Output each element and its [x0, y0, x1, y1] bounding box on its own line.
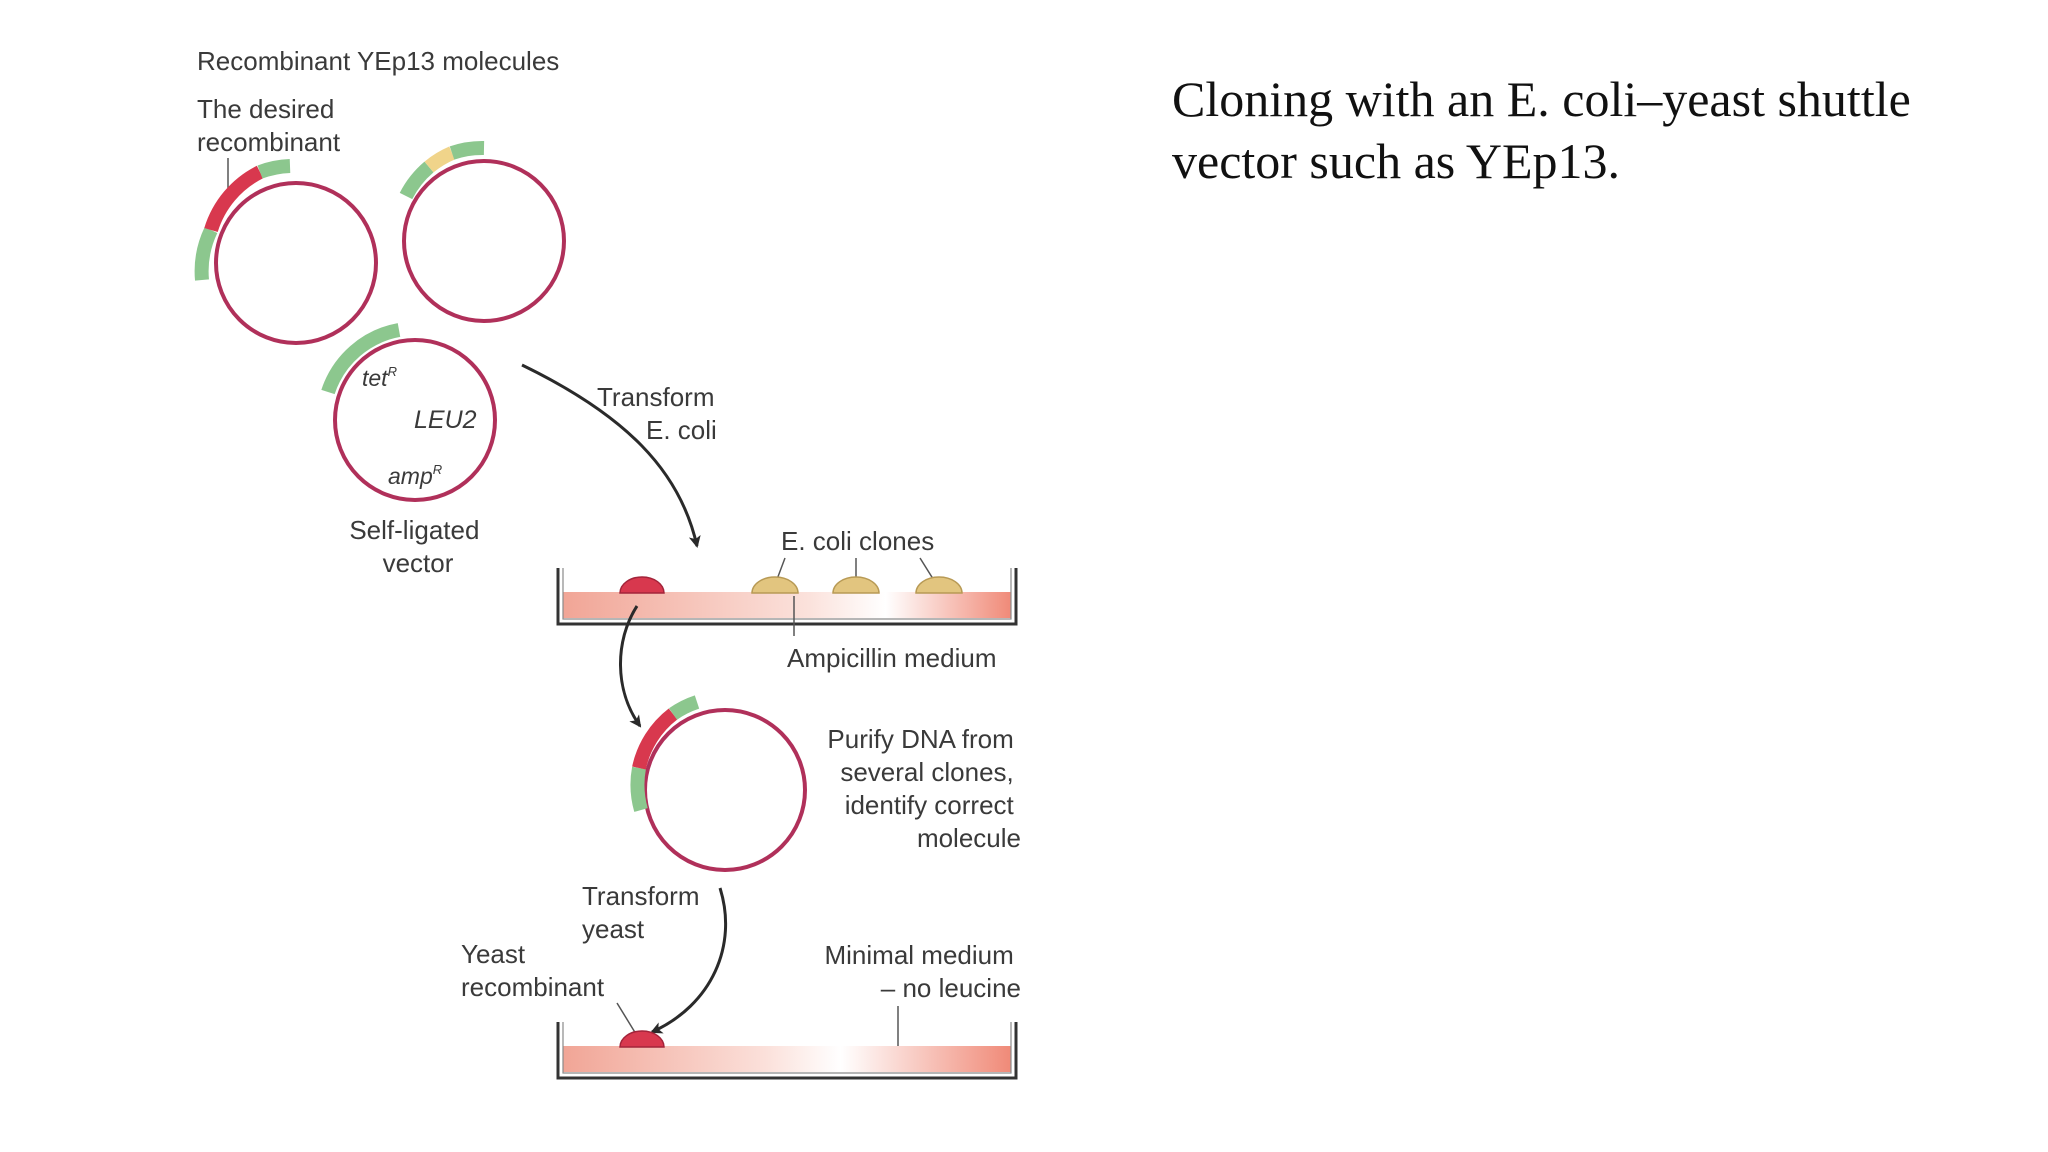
leu2-gene-label: LEU2 — [414, 406, 477, 434]
self-ligated-line-2: vector — [383, 548, 454, 578]
plate-dish — [556, 1022, 1018, 1080]
desired-recombinant-label: The desired recombinant — [197, 94, 342, 157]
recombinant-colony — [619, 576, 665, 594]
transform-yeast-arrow — [650, 887, 728, 1034]
transform-yeast-line-1: Transform — [582, 881, 700, 911]
insert-segment — [204, 165, 264, 233]
pick-colony-arrow — [619, 605, 642, 728]
self-ligated-label: Self-ligated vector — [349, 515, 486, 578]
marker-segment — [668, 695, 700, 720]
purified-recombinant-plasmid — [630, 695, 807, 872]
transform-yeast-label: Transform yeast — [582, 881, 707, 944]
transform-ecoli-arrow — [521, 363, 701, 548]
minimal-medium-fill — [563, 1046, 1011, 1072]
minimal-medium-label: Minimal medium – no leucine — [825, 940, 1022, 1003]
marker-segment — [321, 323, 401, 395]
marker-segment — [399, 161, 434, 200]
slide-caption: Cloning with an E. coli–yeast shuttle ve… — [1172, 68, 1992, 192]
plasmid-ring — [402, 159, 566, 323]
plasmid-ring — [214, 181, 378, 345]
marker-segment — [257, 159, 291, 179]
desired-label-line-1: The desired — [197, 94, 334, 124]
purify-line-3: identify correct — [845, 790, 1015, 820]
yeast-colony — [619, 1030, 665, 1048]
tet-gene-label: tetR — [362, 364, 397, 391]
minimal-medium-plate — [556, 1022, 1018, 1080]
yeast-recombinant-line-2: recombinant — [461, 972, 605, 1002]
plate-dish-inner — [562, 568, 1012, 620]
self-ligated-line-1: Self-ligated — [349, 515, 479, 545]
transform-yeast-line-2: yeast — [582, 914, 645, 944]
purify-dna-label: Purify DNA from several clones, identify… — [827, 724, 1021, 853]
plate-dish-inner — [562, 1022, 1012, 1074]
amp-gene-label: ampR — [388, 462, 442, 489]
transform-ecoli-label: Transform E. coli — [597, 382, 722, 445]
marker-segment — [194, 226, 218, 281]
desired-recombinant-plasmid — [194, 159, 378, 345]
marker-segment — [630, 766, 648, 812]
marker-segment — [449, 141, 485, 160]
caption-line-2: vector such as YEp13. — [1172, 133, 1621, 189]
other-recombinant-plasmid — [399, 141, 566, 323]
yeast-recombinant-label: Yeast recombinant — [461, 939, 605, 1002]
ecoli-clones-label: E. coli clones — [781, 526, 934, 556]
transform-ecoli-line-1: Transform — [597, 382, 715, 412]
purify-line-2: several clones, — [840, 757, 1013, 787]
minimal-medium-line-2: – no leucine — [881, 973, 1021, 1003]
yeast-pointer-line — [616, 1002, 637, 1035]
plate-dish — [556, 568, 1018, 626]
purify-line-4: molecule — [917, 823, 1021, 853]
purify-line-1: Purify DNA from — [827, 724, 1013, 754]
plasmid-ring — [643, 708, 807, 872]
ampicillin-medium-fill — [563, 592, 1011, 618]
ampicillin-plate — [556, 568, 1018, 626]
insert-segment — [424, 146, 455, 173]
self-ligated-plasmid: tetR LEU2 ampR — [321, 323, 497, 502]
transform-ecoli-line-2: E. coli — [646, 415, 717, 445]
ampicillin-medium-label: Ampicillin medium — [787, 643, 997, 673]
minimal-medium-line-1: Minimal medium — [825, 940, 1014, 970]
insert-segment — [632, 708, 678, 770]
ecoli-colony — [915, 576, 963, 594]
plasmid-ring — [333, 338, 497, 502]
ecoli-colony — [832, 576, 880, 594]
yeast-recombinant-line-1: Yeast — [461, 939, 526, 969]
desired-label-line-2: recombinant — [197, 127, 341, 157]
caption-line-1: Cloning with an E. coli–yeast shuttle — [1172, 71, 1911, 127]
ecoli-colony — [751, 576, 799, 594]
diagram-heading: Recombinant YEp13 molecules — [197, 46, 559, 76]
